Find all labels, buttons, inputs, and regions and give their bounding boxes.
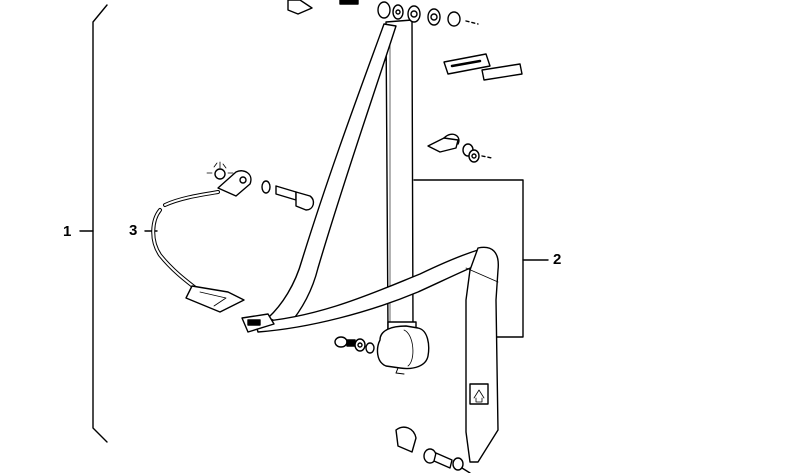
retractor-bolt-set xyxy=(334,336,375,354)
assembly-bracket-2 xyxy=(413,179,549,338)
callout-2: 2 xyxy=(553,251,562,268)
trim-covers xyxy=(443,53,523,81)
top-anchor-set xyxy=(287,0,479,27)
callout-1: 1 xyxy=(63,223,72,240)
buckle-assembly xyxy=(151,190,275,333)
lower-webbing xyxy=(465,246,499,463)
assembly-bracket-1 xyxy=(79,4,108,443)
buckle-anchor-set xyxy=(206,161,315,211)
floor-anchor-set xyxy=(395,426,471,473)
retractor xyxy=(376,321,430,375)
height-adjuster-set xyxy=(427,133,493,163)
shoulder-webbing xyxy=(267,23,397,327)
callout-3: 3 xyxy=(129,222,138,239)
